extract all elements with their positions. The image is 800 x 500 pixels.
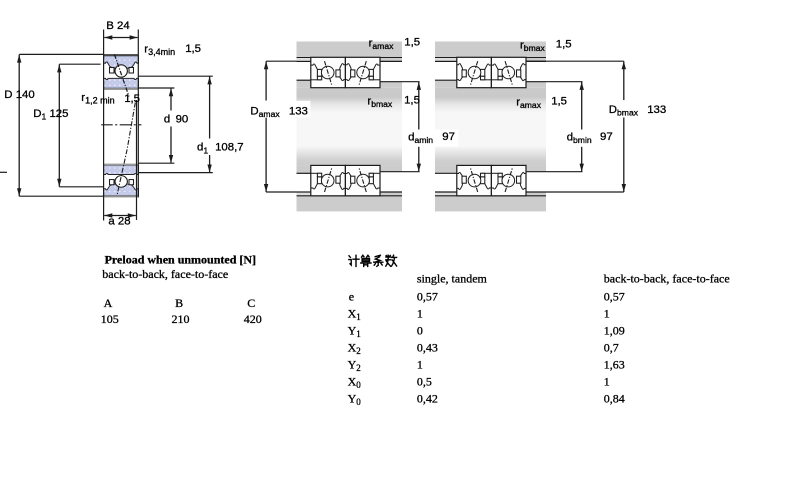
svg-text:1: 1 xyxy=(417,306,423,320)
svg-text:1: 1 xyxy=(604,374,610,388)
svg-text:Y2: Y2 xyxy=(348,357,361,373)
svg-text:1,5: 1,5 xyxy=(404,36,420,48)
svg-text:210: 210 xyxy=(172,312,190,326)
svg-text:1,5: 1,5 xyxy=(404,94,420,106)
svg-text:e: e xyxy=(349,289,354,303)
svg-text:d: d xyxy=(164,113,170,125)
svg-text:420: 420 xyxy=(244,312,262,326)
svg-text:X2: X2 xyxy=(348,340,361,356)
svg-text:D1 125: D1 125 xyxy=(33,108,68,122)
svg-text:0,84: 0,84 xyxy=(604,391,625,405)
svg-text:133: 133 xyxy=(647,104,666,116)
svg-text:rbmax: rbmax xyxy=(520,40,546,54)
svg-text:97: 97 xyxy=(442,131,455,143)
svg-text:1,63: 1,63 xyxy=(604,357,625,371)
svg-text:0,57: 0,57 xyxy=(604,289,625,303)
svg-text:133: 133 xyxy=(289,105,308,117)
svg-text:r1,2 min: r1,2 min xyxy=(81,92,114,106)
svg-text:0,7: 0,7 xyxy=(604,340,619,354)
svg-text:108,7: 108,7 xyxy=(215,142,244,154)
svg-text:0,5: 0,5 xyxy=(417,374,432,388)
svg-text:ramax: ramax xyxy=(369,37,395,51)
svg-text:ramax: ramax xyxy=(516,97,542,111)
svg-text:B: B xyxy=(175,296,183,310)
svg-text:Damax: Damax xyxy=(250,105,280,119)
svg-text:0,42: 0,42 xyxy=(417,391,438,405)
svg-text:1: 1 xyxy=(604,306,610,320)
svg-text:105: 105 xyxy=(101,312,119,326)
svg-text:X1: X1 xyxy=(348,306,361,322)
svg-text:0,43: 0,43 xyxy=(417,340,438,354)
svg-text:B 24: B 24 xyxy=(106,20,129,32)
svg-text:a 28: a 28 xyxy=(108,215,130,227)
svg-text:back-to-back, face-to-face: back-to-back, face-to-face xyxy=(102,267,228,281)
svg-text:1: 1 xyxy=(417,357,423,371)
svg-text:single, tandem: single, tandem xyxy=(417,271,488,285)
svg-text:rbmax: rbmax xyxy=(367,96,393,110)
svg-text:X0: X0 xyxy=(348,374,362,390)
svg-text:Y0: Y0 xyxy=(348,391,362,407)
svg-text:back-to-back, face-to-face: back-to-back, face-to-face xyxy=(604,271,730,285)
svg-text:90: 90 xyxy=(176,113,189,125)
svg-text:dbmin: dbmin xyxy=(567,131,592,145)
svg-text:Preload when unmounted [N]: Preload when unmounted [N] xyxy=(105,253,256,267)
svg-text:1,5: 1,5 xyxy=(551,95,567,107)
svg-text:1,09: 1,09 xyxy=(604,323,625,337)
svg-text:97: 97 xyxy=(600,131,613,143)
svg-text:1,5: 1,5 xyxy=(556,38,572,50)
svg-text:Dbmax: Dbmax xyxy=(609,104,639,118)
svg-text:0: 0 xyxy=(417,323,423,337)
svg-text:0,57: 0,57 xyxy=(417,289,438,303)
svg-text:1,5: 1,5 xyxy=(185,43,201,55)
svg-text:1,5: 1,5 xyxy=(124,93,140,105)
svg-text:r3,4min: r3,4min xyxy=(144,44,175,58)
svg-text:C: C xyxy=(247,296,255,310)
svg-text:damin: damin xyxy=(408,131,433,145)
svg-text:Y1: Y1 xyxy=(348,323,361,339)
svg-text:d1: d1 xyxy=(197,142,208,156)
svg-text:D 140: D 140 xyxy=(4,89,34,101)
svg-text:A: A xyxy=(104,296,113,310)
